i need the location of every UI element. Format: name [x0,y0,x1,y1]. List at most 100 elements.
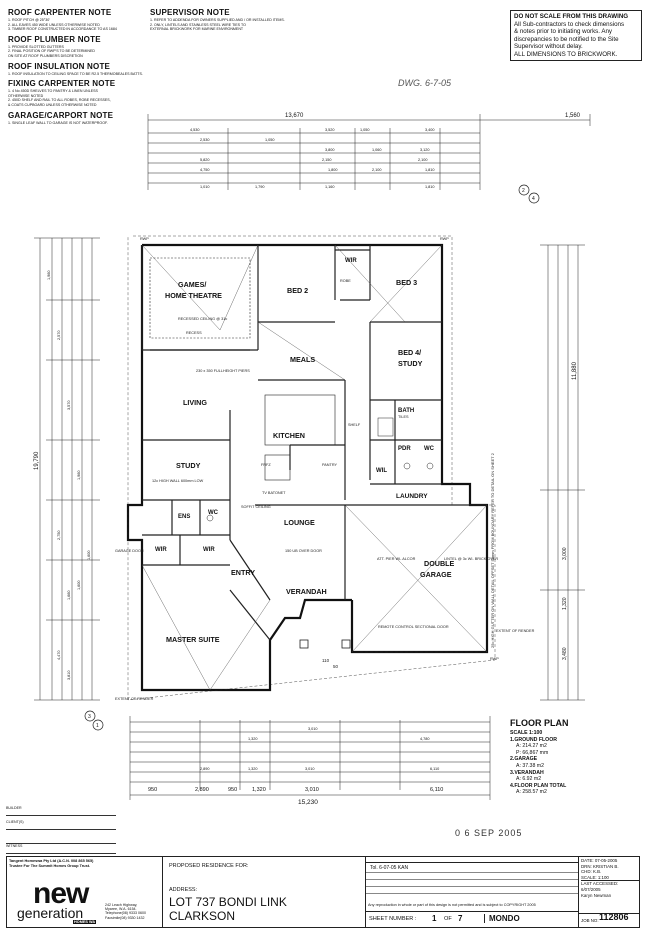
note-line: 1. ROOF PITCH @ 25°30' [8,18,50,22]
area-line: 3.VERANDAH [510,769,544,776]
dim-label: 2,100 [372,168,382,172]
note-line: 1. SINGLE LEAF WALL TO GARAGE IS NOT WAT… [8,120,108,125]
recessed-ceiling-note: RECESSED CEILING @ 31c [178,317,227,321]
dim-label: 1,600 [77,580,81,590]
low-wall-label: 12c HIGH WALL 600mm LOW [152,479,204,483]
inner-walls [141,245,487,641]
room-wil: WIL [376,468,387,474]
remote-door-label: REMOTE CONTROL SECTIONAL DOOR [378,625,449,629]
copyright-note: Any reproduction in whole or part of thi… [368,903,536,907]
room-verandah: VERANDAH [286,587,327,596]
room-living: LIVING [183,398,207,407]
rwp-label: RWP [440,237,449,241]
warning-line: All Sub-contractors to check dimensions [514,20,625,28]
warning-line: ALL DIMENSIONS TO BRICKWORK. [514,50,618,58]
witness-signature-line[interactable]: WITNESS [6,844,116,854]
floor-plan-title: FLOOR PLAN [510,718,569,728]
sheet-number-label: SHEET NUMBER : [369,916,417,922]
room-wir-a: WIR [155,547,167,553]
supervisor-title: SUPERVISOR NOTE [150,8,230,17]
room-bath: BATH [398,408,414,414]
soffit-label: SOFFIT CEILING [241,505,271,509]
revision-divider [366,879,578,880]
dim-label: 1,960 [77,470,81,480]
dim-label: 3,010 [305,787,319,793]
company-name: Tangent Homeswa Pty Ltd (A.C.N. 008 865 … [9,859,94,863]
garage-door-side-label: GARAGE DOOR [115,549,144,553]
job-number-label: JOB NO: [581,918,599,923]
note-line: 1. PROVIDE SLOTTED GUTTERS [8,44,64,49]
witness-label: WITNESS [6,844,23,848]
warning-line: & notes prior to initiating works. Any [514,28,613,35]
sheet-number-row: SHEET NUMBER : 1 OF 7 MONDO [365,911,578,927]
dim-label: 2,890 [195,787,209,793]
att-pier-label: ATT. PIER WI- ALCOR [377,557,416,561]
dim-label: 3,400 [425,128,435,132]
left-dimension-lines [34,237,100,701]
room-pdr: PDR [398,446,411,452]
bath-tub [377,417,394,437]
room-ens: ENS [178,514,190,520]
dim-label: 950 [148,787,157,793]
toilet [206,514,214,522]
grid-marker-label: 4 [532,196,535,202]
notes-supervisor-column: SUPERVISOR NOTE 1. REFER TO ADDENDA FOR … [150,8,350,35]
logo-homes-wa: HOMES WA [73,920,97,924]
address-label: ADDRESS: [169,887,198,893]
dim-label: 2,530 [200,138,210,142]
dim-label: 1,660 [67,590,71,600]
dim-label: 1,320 [562,597,568,610]
kitchen-island [264,394,336,446]
client2-signature-line[interactable] [6,834,116,844]
left-total-dimension: 19,790 [34,451,40,470]
toilet [426,462,434,470]
roof-carpenter-title: ROOF CARPENTER NOTE [8,8,112,17]
revision-divider [366,893,578,894]
garage-carport-title: GARAGE/CARPORT NOTE [8,110,114,120]
title-block: Tangent Homeswa Pty Ltd (A.C.N. 008 865 … [6,856,640,928]
dim-label: 3,520 [325,128,335,132]
note-line: 1. ROOF INSULATION TO CEILING SPACE TO B… [8,71,143,76]
area-line: A: 37.38 m2 [516,762,544,769]
robe-label: ROBE [340,279,351,283]
dim-label: 3,010 [305,767,315,771]
company-address: 242 Leach Highway, Myaree, W.A. 6154. Te… [105,903,146,920]
client-label: CLIENT(S) [6,820,24,824]
last-accessed-by: Karyn Newman [581,892,612,898]
overall-top-dimension: 13,670 [285,113,304,119]
lintel-label: LINTEL @ 3c WI- BRICK OVER [444,557,498,561]
dim-label: 6,110 [430,767,439,771]
room-kitchen: KITCHEN [273,431,305,440]
right-total-dimension: 11,880 [572,361,578,380]
grid-marker-circle [84,710,96,722]
fixing-carpenter-note: FIXING CARPENTER NOTE 1. 4 No 450D SHELV… [8,79,148,107]
area-line: P: 66,867 mm [516,749,549,756]
fridge-label: FRFZ [261,463,271,467]
ub-over-door-label: 150 UB OVER DOOR [285,549,322,553]
note-line: 1. 4 No 450D SHELVES TO PANTRY & LINEN U… [8,89,98,94]
room-games: GAMES/ [178,280,206,289]
builder-label: BUILDER [6,806,22,810]
dim-label: 1,810 [425,168,435,172]
dim-label: 1,060 [372,148,382,152]
project-address-line2: CLARKSON [169,909,236,923]
date-stamp: 0 6 SEP 2005 [455,828,523,838]
room-master-suite: MASTER SUITE [166,635,220,644]
gutter-detail-note: 25c HIGH GUTTER ON WALL DETAIL OFFSET 50… [490,452,495,648]
eave-line [127,235,496,701]
client-signature-line[interactable]: CLIENT(S) [6,820,116,830]
dim-label: 1,790 [255,185,265,189]
company-trust: Trustee For The Summit Homes Group Trust… [9,863,91,868]
roof-plumber-title: ROOF PLUMBER NOTE [8,34,101,44]
room-home-theatre: HOME THEATRE [165,291,222,300]
dim-label: 1,320 [248,737,258,741]
floor-plan-scale: SCALE 1:100 [510,730,543,736]
dim-label: 1,810 [425,185,435,189]
dim-label: 2,570 [57,330,61,340]
dim-label: 1,800 [328,168,338,172]
note-line: OTHERWISE NOTED [8,93,44,98]
dim-label: 1,320 [252,787,266,793]
grid-marker-label: 2 [522,188,525,194]
builder-signature-line[interactable]: BUILDER [6,806,116,816]
